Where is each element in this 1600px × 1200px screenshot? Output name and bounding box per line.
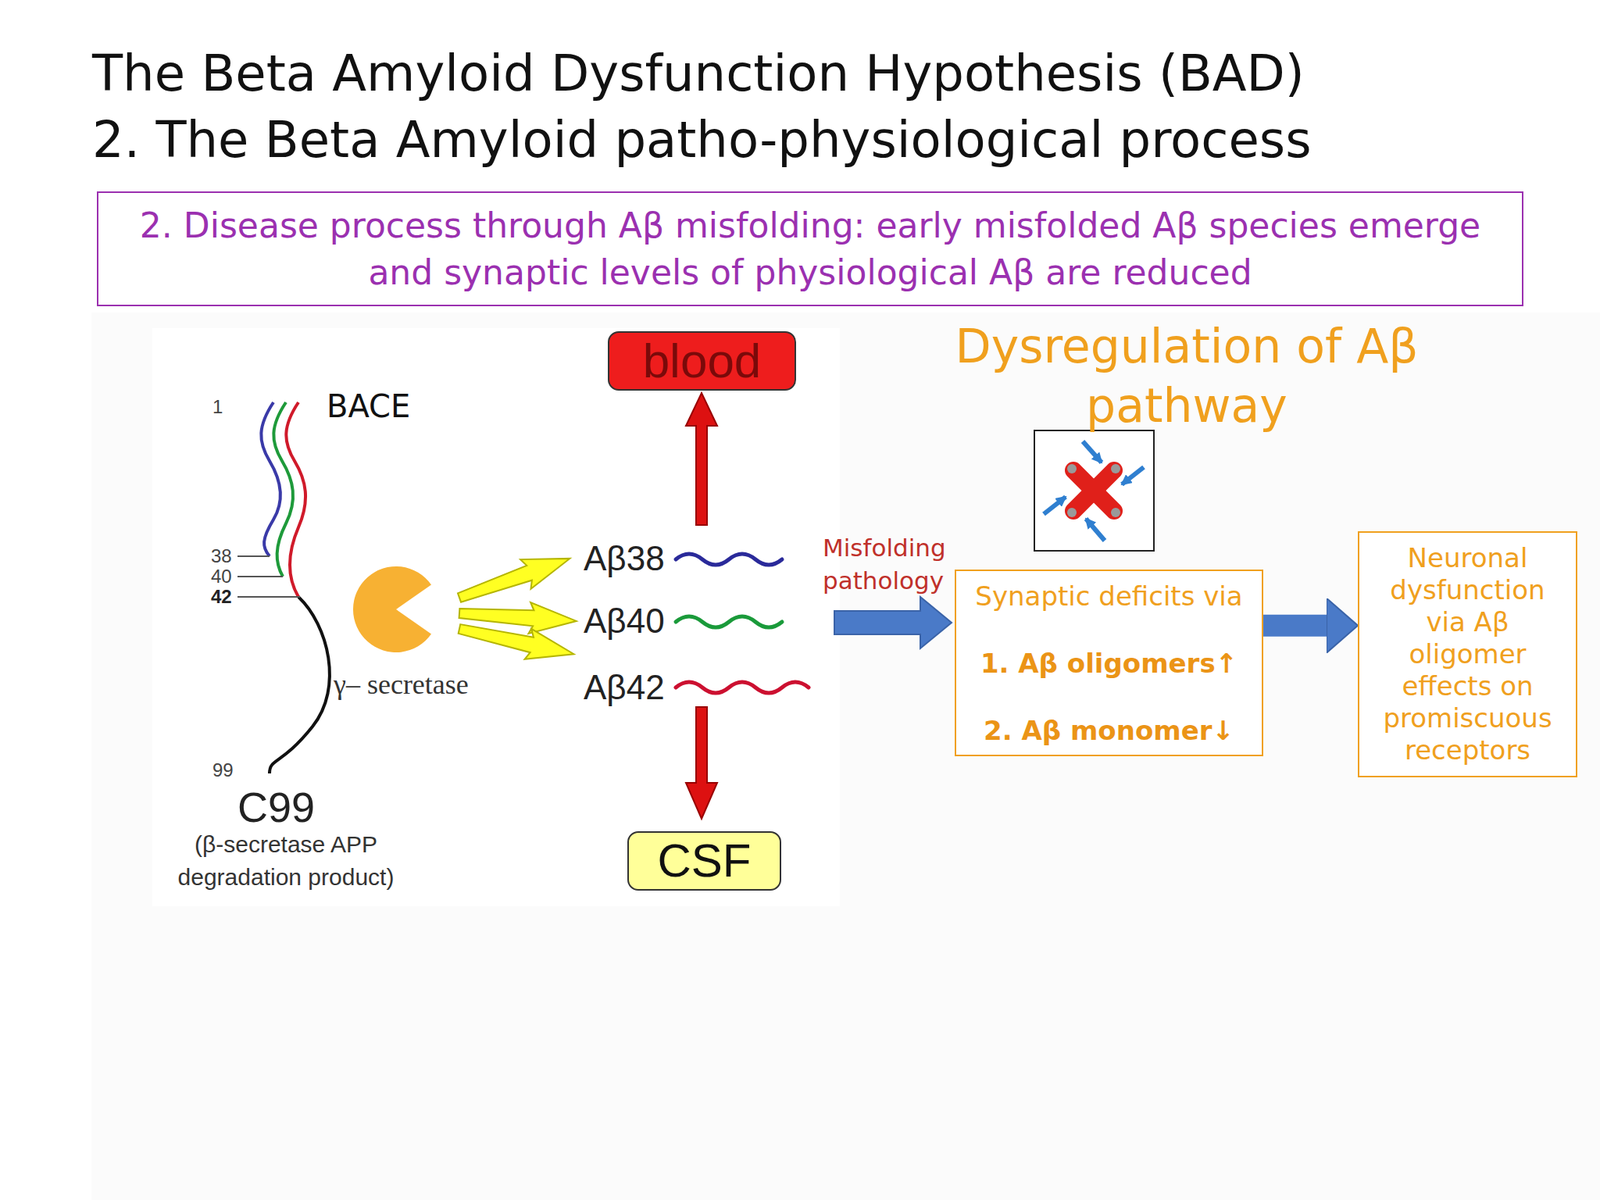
node-text: CSF [657, 835, 752, 886]
abeta38-strand [260, 402, 281, 557]
abeta38-wave [675, 553, 783, 565]
c99-strands [260, 402, 330, 774]
cleavage-leaders [237, 556, 300, 597]
residue-number: 1 [212, 396, 223, 418]
slide-title: The Beta Amyloid Dysfunction Hypothesis … [92, 40, 1335, 174]
symbol-tip [1067, 507, 1077, 518]
node-text: blood [642, 335, 762, 387]
arrow-label: Misfolding pathology [822, 531, 964, 597]
symbol-arrow [1043, 496, 1066, 515]
abeta40-wave [675, 616, 783, 628]
gamma-secretase-symbol [353, 566, 432, 653]
residue-number: 38 [210, 546, 233, 567]
fragment-name: C99 [237, 783, 315, 831]
outcome-box: Neuronal dysfunction via Aβ oligomer eff… [1357, 531, 1578, 778]
c99-tail-strand [269, 596, 330, 774]
node-text: 1. Aβ oligomers↑ [980, 646, 1238, 681]
residue-number: 40 [210, 566, 233, 587]
symbol-arm [1073, 470, 1115, 511]
compartment-box: CSF [627, 831, 782, 891]
to-csf-arrow [685, 707, 718, 819]
node-text: 2. Disease process through Aβ misfolding… [107, 202, 1514, 297]
summary-box: 2. Disease process through Aβ misfolding… [96, 191, 1524, 307]
to-blood-arrow [685, 392, 718, 525]
residue-number: 42 [210, 586, 233, 608]
peptide-label: Aβ40 [583, 601, 665, 641]
abeta42-strand [285, 402, 306, 597]
cleavage-arrow [456, 613, 578, 669]
section-heading: Dysregulation of Aβ pathway [936, 316, 1437, 436]
misfolding-arrow [834, 596, 952, 649]
peptide-label: Aβ42 [583, 667, 665, 708]
leader-line [237, 555, 270, 558]
symbol-tip [1110, 464, 1121, 474]
flow-arrow [1263, 614, 1327, 637]
symbol-tip [1067, 464, 1077, 474]
symbol-arrow [1085, 518, 1105, 541]
image-background [91, 312, 1600, 1200]
fragment-note: (β-secretase APP degradation product) [153, 828, 419, 894]
node-text: Neuronal dysfunction via Aβ oligomer eff… [1370, 542, 1565, 767]
abeta42-wave [675, 682, 809, 693]
cleavage-arrow [453, 543, 575, 613]
node-text: 2. Aβ monomer↓ [983, 713, 1235, 748]
dysregulation-symbol [1034, 430, 1154, 551]
symbol-arrow [1082, 441, 1102, 463]
process-box: Synaptic deficits via 1. Aβ oligomers↑ 2. … [954, 569, 1264, 757]
symbol-arm [1073, 470, 1115, 511]
peptide-label: Aβ38 [583, 539, 665, 579]
compartment-box: blood [607, 331, 797, 391]
node-text: Synaptic deficits via [975, 578, 1243, 614]
symbol-frame [1034, 430, 1154, 551]
cleavage-arrows [453, 543, 578, 670]
leader-line [237, 596, 300, 598]
symbol-arrows [1043, 441, 1144, 541]
leader-line [237, 575, 283, 578]
enzyme-label: BACE [326, 387, 411, 425]
symbol-tip [1110, 507, 1121, 518]
peptide-waves [675, 553, 809, 693]
figure-background [152, 328, 840, 907]
enzyme-label: γ– secretase [333, 667, 469, 701]
symbol-arrow [1121, 467, 1144, 485]
residue-number: 99 [212, 760, 234, 781]
